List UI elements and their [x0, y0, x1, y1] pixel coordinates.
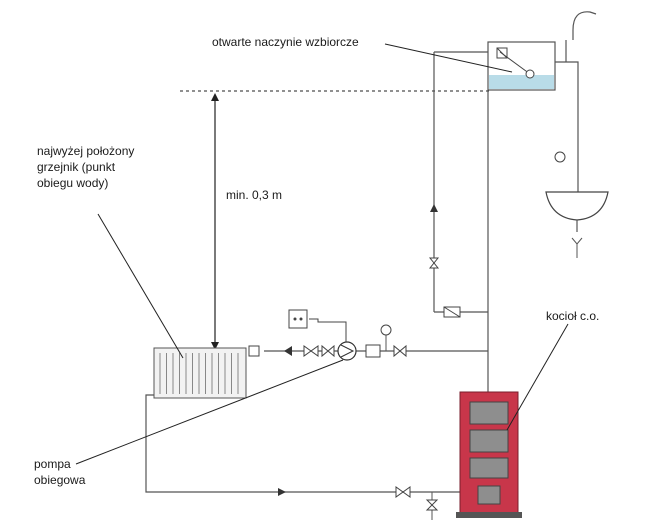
boiler-ash-door [477, 485, 501, 505]
boiler-leader-line [506, 323, 569, 431]
expansion-vessel [487, 41, 556, 91]
vessel-water [489, 75, 554, 89]
supply-valve-1 [303, 345, 319, 357]
radiator [153, 345, 260, 399]
expansion-vessel-label: otwarte naczynie wzbiorcze [212, 35, 359, 49]
flow-arrow-right [278, 488, 286, 496]
supply-valve-2 [321, 344, 335, 358]
pump-cable [309, 318, 347, 342]
boiler [456, 391, 522, 518]
highest-radiator-label-line-1: najwyżej położony [37, 144, 135, 158]
overflow-pipe [555, 61, 579, 195]
pump-label-line-2: obiegowa [34, 473, 86, 487]
overflow-gauge [554, 151, 566, 163]
thermometer [380, 324, 392, 336]
boiler-door-lower [469, 457, 509, 479]
highest-radiator-label: najwyżej położony grzejnik (punkt obiegu… [37, 143, 134, 191]
pump-label-line-1: pompa [34, 457, 71, 471]
boiler-door-top [469, 401, 509, 425]
min-height-label: min. 0,3 m [226, 188, 283, 202]
boiler-label: kocioł c.o. [546, 309, 600, 323]
boiler-door-middle [469, 429, 509, 453]
drain-valve [425, 499, 439, 511]
flow-arrow-up [430, 204, 438, 212]
return-pipe [145, 394, 460, 493]
cold-water-supply-pipe [572, 11, 597, 40]
sink [545, 191, 609, 221]
highest-radiator-label-line-2: grzejnik (punkt [37, 160, 116, 174]
pump-label: pompa obiegowa [34, 456, 85, 488]
pump-leader-line [75, 359, 344, 465]
safety-valve [428, 257, 440, 269]
supply-valve-3 [393, 344, 407, 358]
vessel-leader-line [384, 43, 513, 73]
power-socket [288, 309, 308, 329]
radiator-leader-line [97, 213, 184, 359]
highest-radiator-label-line-3: obiegu wody) [37, 176, 109, 190]
circulation-pump [337, 341, 357, 361]
return-valve [395, 486, 411, 498]
filter [365, 344, 381, 358]
